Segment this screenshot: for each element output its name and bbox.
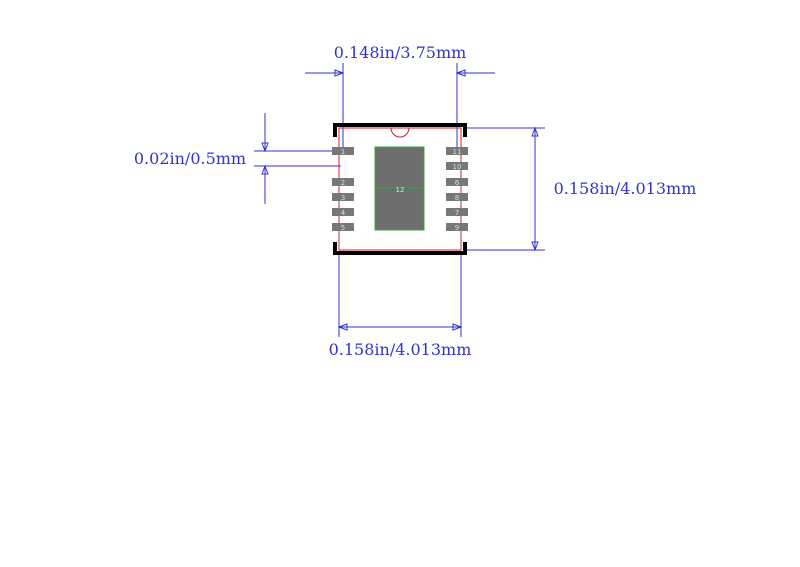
arrowhead-pitch-top (261, 142, 269, 153)
pad-left-1: 1 (332, 147, 354, 156)
arrowhead-right-bottom (531, 241, 539, 252)
pad-right-5: 7 (446, 208, 468, 217)
pad-rect (332, 178, 354, 186)
silkscreen (333, 123, 467, 255)
pad-right-3: 6 (446, 178, 468, 187)
left-pads: 1 2 3 4 5 (332, 147, 354, 232)
pad-label: 3 (341, 194, 345, 202)
arrowhead-pitch-bottom (261, 164, 269, 175)
dimension-label-bottom: 0.158in/4.013mm (329, 340, 472, 359)
pad-right-4: 8 (446, 193, 468, 202)
pad-label: 5 (341, 224, 345, 232)
pad-label: 2 (341, 179, 345, 187)
pad-rect (446, 223, 468, 231)
pad-label: 11 (453, 148, 462, 156)
arrowhead-top-left (334, 69, 345, 77)
pad-rect (446, 178, 468, 186)
dimension-label-pitch: 0.02in/0.5mm (134, 149, 246, 168)
silkscreen-corner-top-right (456, 123, 467, 137)
dimension-label-right: 0.158in/4.013mm (554, 179, 697, 198)
dimension-label-top: 0.148in/3.75mm (334, 43, 467, 62)
silkscreen-corner-bottom-right (456, 242, 467, 255)
pad-right-6: 9 (446, 223, 468, 232)
pad-rect (332, 193, 354, 201)
dimension-bottom: 0.158in/4.013mm (329, 254, 472, 359)
pad-label: 9 (455, 224, 459, 232)
pad-left-5: 5 (332, 223, 354, 232)
arrowhead-bottom-left (337, 323, 348, 331)
dimension-top: 0.148in/3.75mm (305, 43, 495, 148)
pad-label: 6 (455, 179, 460, 187)
pad-rect (446, 147, 468, 155)
pad-left-2: 2 (332, 178, 354, 187)
pad-rect (446, 193, 468, 201)
thermal-pad-label: 12 (396, 186, 405, 194)
silkscreen-corner-bottom-left (333, 242, 344, 255)
right-pads: 11 10 6 8 7 9 (446, 147, 468, 232)
pad-rect (332, 208, 354, 216)
pad-label: 4 (341, 209, 346, 217)
pin1-notch-icon (390, 127, 410, 138)
pad-label: 1 (341, 148, 345, 156)
arrowhead-top-right (455, 69, 466, 77)
pad-left-4: 4 (332, 208, 354, 217)
pad-rect (446, 162, 468, 170)
silkscreen-corner-top-left (333, 123, 344, 137)
dimension-pitch: 0.02in/0.5mm (134, 113, 341, 204)
pad-right-2: 10 (446, 162, 468, 171)
pad-label: 8 (455, 194, 459, 202)
pad-label: 7 (455, 209, 459, 217)
package-outline (338, 127, 462, 251)
arrowhead-bottom-right (452, 323, 463, 331)
pad-rect (332, 223, 354, 231)
pad-rect (332, 147, 354, 155)
thermal-pad: 12 (374, 146, 425, 231)
dimension-right: 0.158in/4.013mm (467, 126, 697, 252)
arrowhead-right-top (531, 126, 539, 137)
pad-rect (446, 208, 468, 216)
pad-right-1: 11 (446, 147, 468, 156)
pad-left-3: 3 (332, 193, 354, 202)
pad-label: 10 (453, 163, 462, 171)
